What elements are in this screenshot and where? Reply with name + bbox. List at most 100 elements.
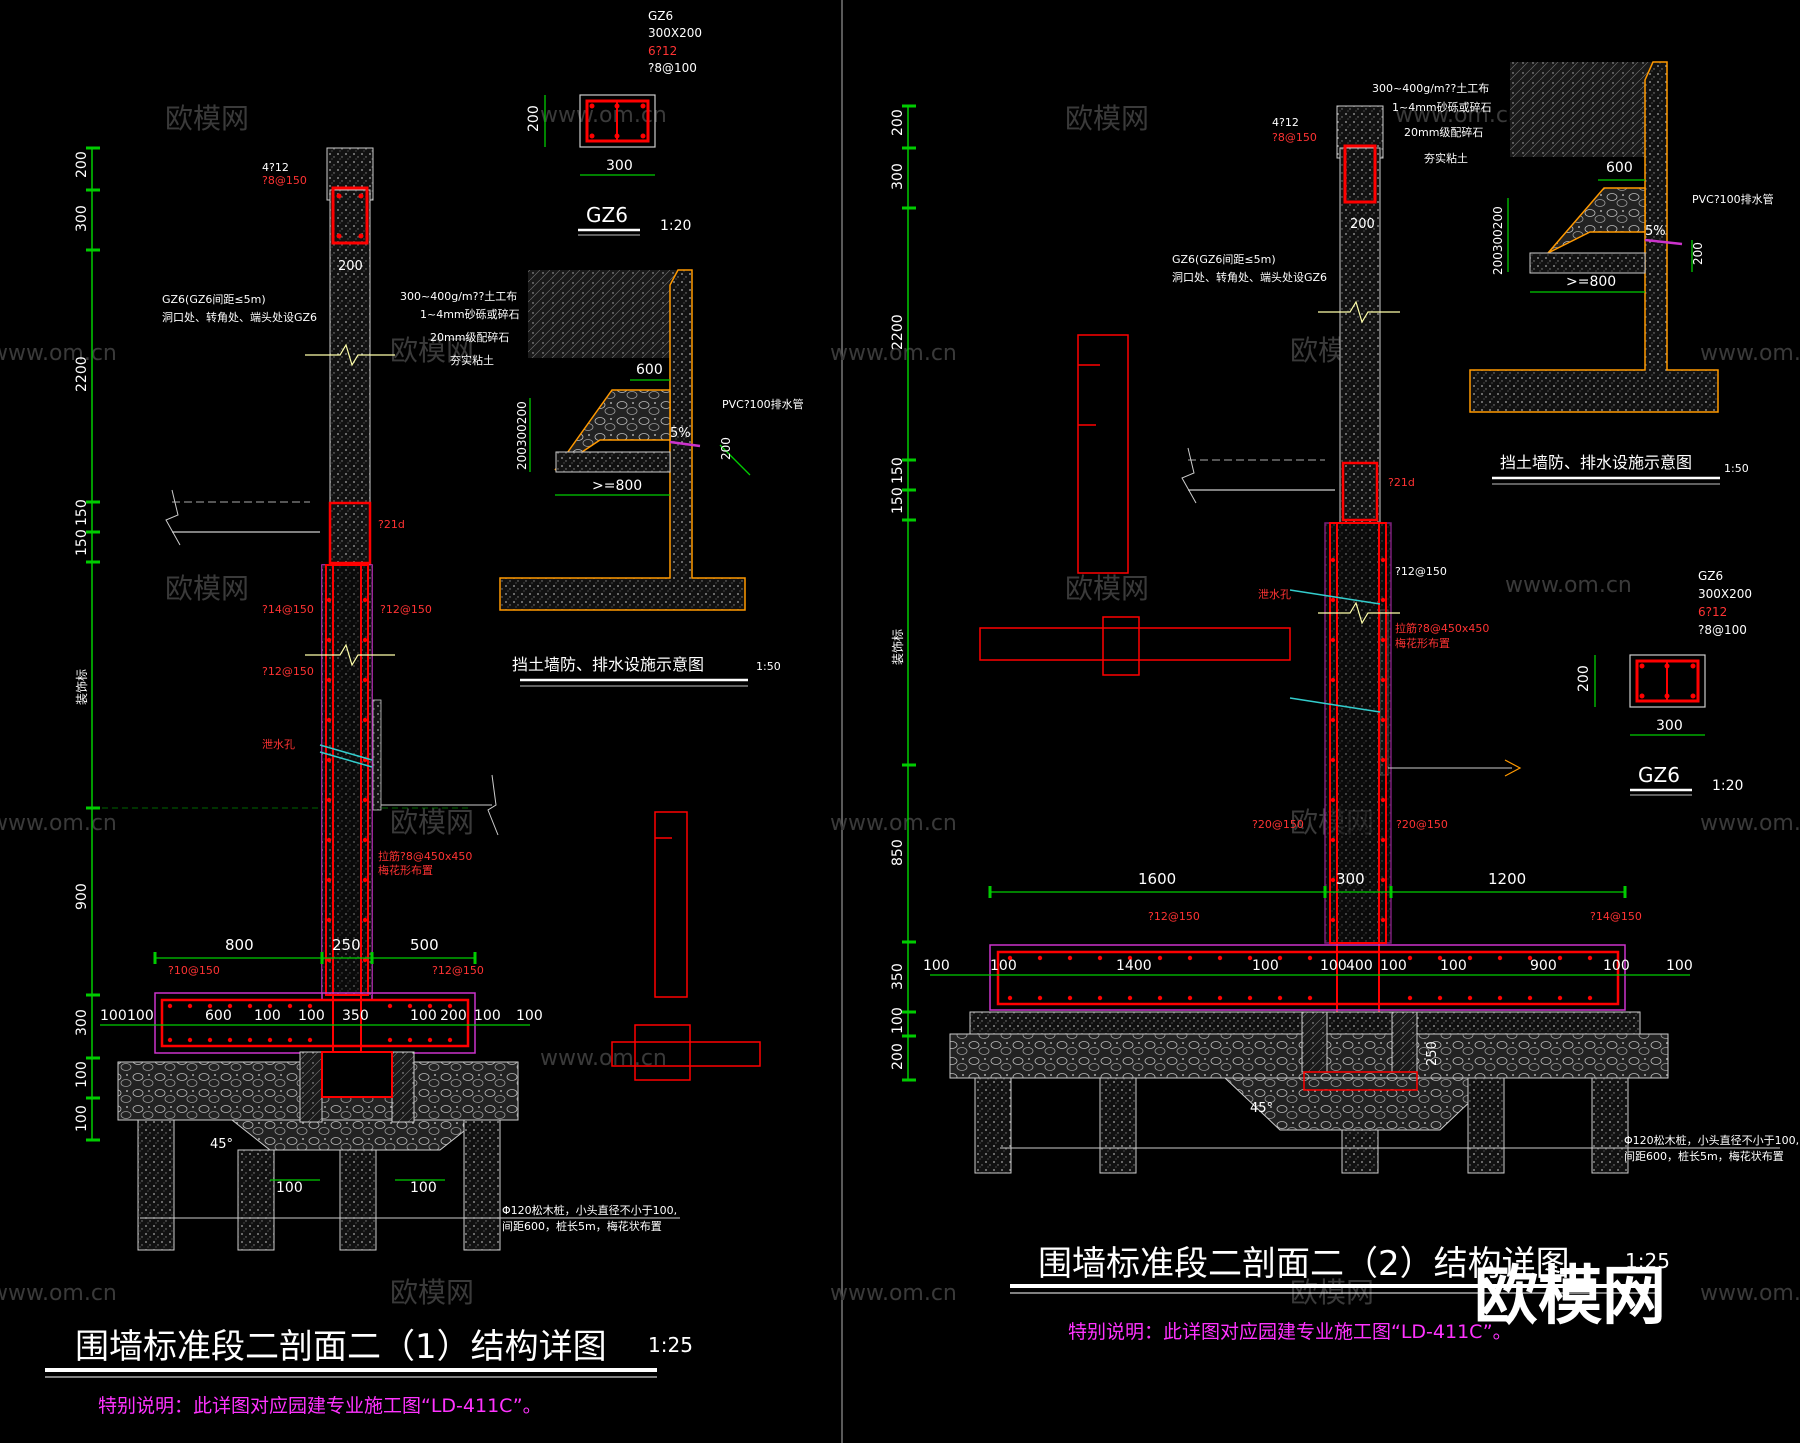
left-hdim-base-5: 100 <box>298 1008 325 1024</box>
right-gz6-stirrup: ?8@100 <box>1698 623 1747 637</box>
right-title: 围墙标准段二剖面二（2）结构详图 <box>1038 1244 1570 1284</box>
left-hdim-top-2: 250 <box>332 936 361 954</box>
left-vdim-6: 900 <box>74 883 90 910</box>
left-hdim-top-1: 800 <box>225 936 254 954</box>
left-retain-w800: >=800 <box>592 478 642 494</box>
watermark-site: www.om.cn <box>830 811 957 836</box>
right-retain-pvc: PVC?100排水管 <box>1692 192 1774 206</box>
right-top-stirrup-label: ?8@150 <box>1272 131 1317 144</box>
right-vdim-9: 200 <box>890 1043 906 1070</box>
right-retain-l4: 夯实粘土 <box>1424 151 1468 165</box>
right-hdim-base-11: 100 <box>1666 958 1693 974</box>
watermark-name: 欧模网 <box>165 572 249 605</box>
right-gz6-bars: 6?12 <box>1698 605 1727 619</box>
right-title-block: 围墙标准段二剖面二（2）结构详图 1:25 特别说明：此详图对应园建专业施工图“… <box>1010 1244 1670 1343</box>
right-rebar-20b: ?20@150 <box>1396 818 1448 831</box>
left-pile-note-2: 间距600，桩长5m，梅花状布置 <box>502 1219 662 1233</box>
right-pile-note-1: Φ120松木桩，小头直径不小于100, <box>1624 1133 1799 1147</box>
left-gz6-height: 200 <box>526 105 542 132</box>
left-gz6-section: GZ6 300X200 6?12 ?8@100 300 200 GZ6 1:20 <box>526 9 702 236</box>
watermark-name: 欧模网 <box>390 1276 474 1309</box>
left-retain-l3: 20mm级配碎石 <box>430 330 509 344</box>
right-hdim-base-6: 400 <box>1346 958 1373 974</box>
left-col-width: 200 <box>338 259 363 274</box>
left-angle-label: 45° <box>210 1137 233 1152</box>
right-gz6-title: GZ6 <box>1638 763 1680 787</box>
right-vdim-6: 850 <box>890 839 906 866</box>
right-gz6-spec: 300X200 <box>1698 587 1752 601</box>
right-hdim-base-9: 900 <box>1530 958 1557 974</box>
right-vdim-5: 150 <box>890 487 906 514</box>
watermark-name: 欧模网 <box>1065 572 1149 605</box>
left-hdim-base-2: 100 <box>127 1008 154 1024</box>
watermark-site: www.om.cn <box>540 1046 667 1071</box>
right-pile-note-2: 间距600，桩长5m，梅花状布置 <box>1624 1149 1784 1163</box>
watermark-site: www.om.cn <box>0 1281 117 1306</box>
watermark-site: www.om.cn <box>1700 341 1800 366</box>
left-retain-scale: 1:50 <box>756 660 781 673</box>
right-vertical-label: 装饰标 <box>891 629 905 665</box>
right-col-width: 200 <box>1350 217 1375 232</box>
left-pile-note-1: Φ120松木桩，小头直径不小于100, <box>502 1203 677 1217</box>
right-retaining-wall-detail: 300~400g/m??土工布 1~4mm砂砾或碎石 20mm级配碎石 夯实粘土… <box>1372 61 1774 485</box>
left-vdim-3: 2200 <box>74 356 90 392</box>
left-retain-l4: 夯实粘土 <box>450 353 494 367</box>
watermark-name: 欧模网 <box>1065 102 1149 135</box>
right-gz6-name: GZ6 <box>1698 569 1723 583</box>
watermark-site: www.om.cn <box>1700 1281 1800 1306</box>
right-hdim-base-10: 100 <box>1603 958 1630 974</box>
right-gz-note-1: GZ6(GZ6间距≤5m) <box>1172 253 1276 266</box>
left-gz6-bars: 6?12 <box>648 44 677 58</box>
left-gz6-name: GZ6 <box>648 9 673 23</box>
right-vdim-3: 2200 <box>890 314 906 350</box>
left-vertical-dimension-chain <box>86 146 470 1142</box>
left-retain-title: 挡土墙防、排水设施示意图 <box>512 655 704 674</box>
left-retain-dstack: 200300200 <box>515 401 529 470</box>
left-gz6-stirrup: ?8@100 <box>648 61 697 75</box>
left-retain-pvc: PVC?100排水管 <box>722 397 804 411</box>
watermark-site: www.om.cn <box>0 811 117 836</box>
right-retain-slope: 5% <box>1645 224 1666 239</box>
right-lap-label: ?21d <box>1388 476 1415 489</box>
right-section-drawing: 200 300 2200 150 150 850 350 100 200 装饰标 <box>890 104 1799 1174</box>
left-top-bar-label: 4?12 <box>262 161 289 174</box>
watermark-site: www.om.cn <box>0 341 117 366</box>
left-special-note: 特别说明：此详图对应园建专业施工图“LD-411C”。 <box>98 1395 542 1417</box>
left-vertical-label: 装饰标 <box>75 669 89 705</box>
left-gz-note-1: GZ6(GZ6间距≤5m) <box>162 293 266 306</box>
left-rebar-14: ?14@150 <box>262 603 314 616</box>
left-small-detail <box>611 811 761 1081</box>
watermark-name: 欧模网 <box>390 334 474 367</box>
left-vdim-7: 300 <box>74 1009 90 1036</box>
left-vdim-9: 100 <box>74 1105 90 1132</box>
right-retain-w800: >=800 <box>1566 274 1616 290</box>
left-drain-label: 泄水孔 <box>262 738 295 751</box>
left-vdim-2: 300 <box>74 205 90 232</box>
right-vdim-7: 350 <box>890 963 906 990</box>
left-scale: 1:25 <box>648 1333 693 1357</box>
left-vdim-5: 150 <box>74 529 90 556</box>
right-drain-label: 泄水孔 <box>1258 588 1291 601</box>
right-vdim-1: 200 <box>890 109 906 136</box>
right-retain-l2: 1~4mm砂砾或碎石 <box>1392 100 1492 114</box>
right-special-note: 特别说明：此详图对应园建专业施工图“LD-411C”。 <box>1068 1321 1512 1343</box>
right-gz6-scale: 1:20 <box>1712 778 1743 794</box>
watermark-site: www.om.cn <box>1505 573 1632 598</box>
right-base-rebar-r: ?14@150 <box>1590 910 1642 923</box>
right-vdim-2: 300 <box>890 163 906 190</box>
left-retain-l2: 1~4mm砂砾或碎石 <box>420 307 520 321</box>
right-base-rebar-l: ?12@150 <box>1148 910 1200 923</box>
left-lap-label: ?21d <box>378 518 405 531</box>
left-retaining-wall-detail: 300~400g/m??土工布 1~4mm砂砾或碎石 20mm级配碎石 夯实粘土… <box>400 269 804 687</box>
right-gz6-section: GZ6 300X200 6?12 ?8@100 300 200 GZ6 1:20 <box>1576 569 1752 796</box>
right-gz-note-2: 洞口处、转角处、端头处设GZ6 <box>1172 270 1327 284</box>
left-retain-d200: 200 <box>719 437 733 460</box>
brand-logo: 欧模网 <box>1474 1260 1666 1334</box>
left-vdim-4: 150 <box>74 499 90 526</box>
left-title-block: 围墙标准段二剖面二（1）结构详图 1:25 特别说明：此详图对应园建专业施工图“… <box>45 1327 693 1417</box>
right-retain-l3: 20mm级配碎石 <box>1404 125 1483 139</box>
right-vdim-4: 150 <box>890 457 906 484</box>
left-gz6-width: 300 <box>606 158 633 174</box>
left-gz6-spec: 300X200 <box>648 26 702 40</box>
